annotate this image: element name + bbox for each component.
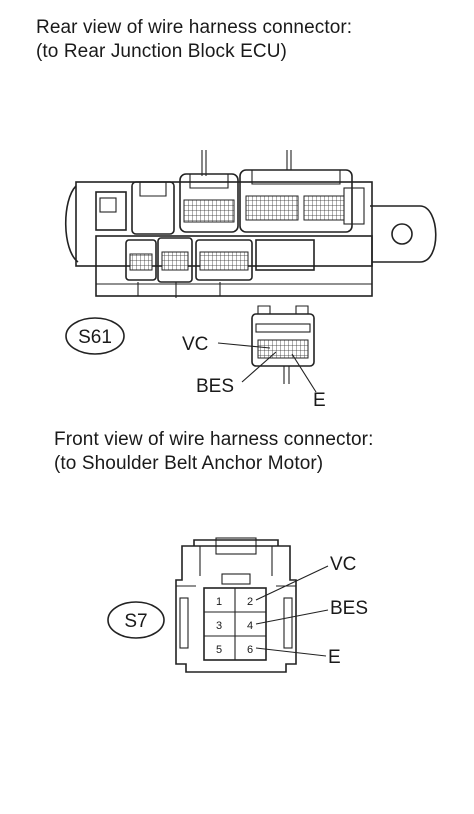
s7-housing [175, 545, 297, 673]
wire-top-left [201, 150, 207, 176]
s7-vc-label: VC [330, 554, 356, 575]
connector-block-2 [179, 173, 239, 233]
connector-block-7 [255, 239, 315, 271]
rear-view-caption: Rear view of wire harness connector: (to… [36, 16, 352, 64]
s61-terminal-grid [257, 339, 309, 359]
s61-bes-label: BES [196, 376, 234, 397]
s7-pin-4: 4 [247, 620, 253, 632]
s7-pin-5: 5 [216, 644, 222, 656]
connector-s61: S61 VC BES E [65, 305, 326, 411]
s7-pin-1: 1 [216, 596, 222, 608]
s61-e-leader [291, 353, 317, 393]
s61-vc-leader [217, 342, 271, 349]
s7-bes-leader [255, 609, 329, 625]
s61-wire [283, 366, 290, 384]
ecu-body-lower [95, 235, 373, 297]
s7-pin-6: 6 [247, 644, 253, 656]
front-view-caption-line2: (to Shoulder Belt Anchor Motor) [54, 453, 324, 474]
front-view-caption-line1: Front view of wire harness connector: [54, 429, 374, 450]
rear-view-caption-line2: (to Rear Junction Block ECU) [36, 41, 287, 62]
s7-pin-2: 2 [247, 596, 253, 608]
connector-block-6 [195, 239, 253, 281]
connector-block-5 [157, 237, 193, 283]
s61-code: S61 [78, 327, 112, 348]
right-mounting-ear [370, 205, 437, 263]
left-mounting-ear [64, 185, 79, 263]
s7-e-leader [255, 647, 327, 657]
rear-view-caption-line1: Rear view of wire harness connector: [36, 17, 353, 38]
connector-block-3 [239, 169, 353, 233]
s61-e-label: E [313, 390, 326, 411]
connector-block-1 [131, 181, 175, 235]
s7-pin-3: 3 [216, 620, 222, 632]
connector-s7: S7 1 2 3 4 5 6 VC BES E [107, 537, 368, 673]
rear-junction-block-ecu-drawing [64, 150, 437, 298]
s61-vc-label: VC [182, 334, 208, 355]
mounting-hole [391, 223, 413, 245]
s7-vc-leader [255, 565, 329, 601]
s7-latch [215, 537, 257, 555]
s7-code: S7 [124, 611, 147, 632]
wire-top-right [286, 150, 292, 170]
s61-housing [251, 313, 315, 367]
s61-code-ellipse [65, 317, 125, 355]
s7-code-ellipse [107, 601, 165, 639]
s7-e-label: E [328, 647, 341, 668]
connector-block-4 [125, 239, 157, 281]
s7-bes-label: BES [330, 598, 368, 619]
front-view-caption: Front view of wire harness connector: (t… [54, 428, 373, 476]
s61-bes-leader [241, 351, 277, 383]
